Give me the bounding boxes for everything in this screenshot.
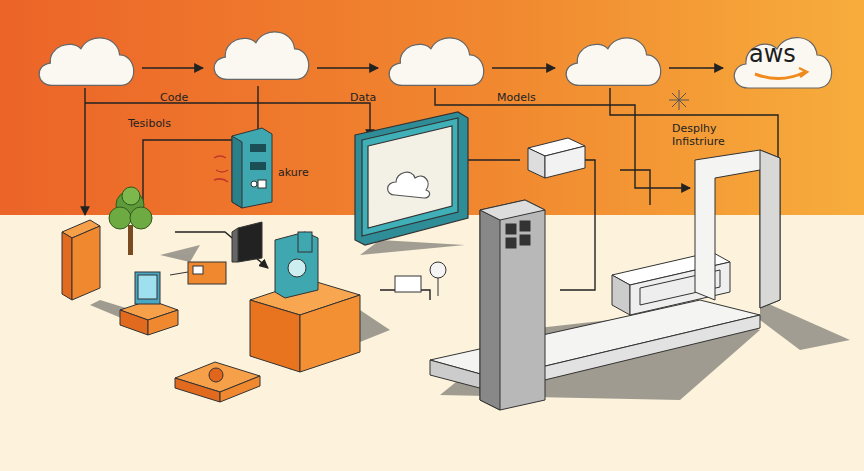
smile-mark: [799, 68, 807, 77]
shadows-part: [160, 245, 200, 262]
orange-blocks: [62, 220, 360, 402]
device-slot: [250, 162, 266, 170]
small-devices-part: [430, 262, 446, 278]
small-devices-part: [170, 272, 188, 275]
cloud-symbols-part: [214, 32, 309, 80]
orange-blocks-part: [209, 368, 223, 382]
flow-wires-part: [143, 140, 232, 225]
node-text: akure: [278, 166, 309, 179]
white-structures-part: [520, 221, 530, 231]
orange-blocks-part: [188, 262, 226, 284]
device-knob: [251, 181, 257, 187]
flow-wires-part: [560, 160, 595, 290]
white-structures-part: [760, 150, 780, 308]
flow-label: Tesibols: [128, 117, 208, 130]
small-devices-part: [275, 232, 318, 298]
white-structures-part: [520, 235, 530, 245]
flow-wires-part: [492, 67, 555, 68]
teal-screen-part: [388, 172, 430, 198]
white-structures-part: [695, 150, 780, 308]
tree-part: [122, 187, 140, 205]
node-outline: [232, 128, 272, 208]
shadows: [90, 240, 850, 400]
orange-blocks-part: [193, 266, 203, 274]
flow-label: Desplhy Infistriure: [672, 122, 762, 148]
flow-wires-part: [460, 159, 520, 160]
teal-screen-part: [355, 112, 468, 245]
white-structures-part: [612, 275, 630, 315]
white-structures-part: [480, 200, 545, 410]
orange-blocks-part: [300, 295, 360, 372]
cloud-symbols-part: [389, 38, 484, 86]
tree-part: [128, 225, 133, 255]
cloud-symbols: [39, 32, 661, 86]
flow-wires-part: [317, 67, 378, 68]
node-text: aws: [749, 40, 796, 68]
snowflake-icon-part: [669, 100, 689, 101]
orange-blocks-part: [120, 310, 148, 335]
orange-blocks-part: [250, 300, 300, 372]
aws-cloud: aws: [725, 28, 839, 92]
smile-mark: [755, 72, 805, 79]
orange-blocks-part: [148, 310, 178, 335]
white-structures-part: [480, 200, 545, 220]
orange-blocks-part: [62, 232, 72, 300]
snowflake-icon: [669, 90, 689, 110]
small-devices-part: [288, 259, 306, 277]
flow-wires: [85, 68, 778, 300]
flow-wires-part: [257, 86, 258, 135]
small-devices-part: [238, 222, 262, 262]
teal-screen-part: [362, 118, 458, 236]
white-structures: [430, 138, 780, 410]
white-structures-part: [506, 238, 516, 248]
orange-blocks-part: [72, 226, 100, 300]
white-structures-part: [528, 148, 545, 178]
flow-wires-part: [669, 67, 723, 68]
flow-wires-part: [620, 170, 650, 205]
flow-label: Code: [160, 91, 220, 104]
background-part: [0, 215, 864, 471]
flow-wires-part: [142, 67, 203, 68]
device-box: akure: [232, 128, 272, 208]
flow-wires-part: [84, 88, 85, 215]
white-structures-part: [506, 224, 516, 234]
orange-blocks-part: [220, 376, 260, 402]
cloud-symbols-part: [39, 38, 134, 86]
white-structures-part: [480, 210, 500, 410]
device-port: [258, 180, 266, 188]
flow-label: Data: [350, 91, 410, 104]
small-devices-part: [438, 278, 439, 296]
shadows-part: [760, 300, 850, 350]
small-devices-part: [395, 276, 421, 292]
small-devices-part: [232, 228, 238, 262]
device-cable: [214, 156, 228, 182]
cloud-symbols-part: [566, 38, 661, 86]
white-structures-part: [545, 146, 585, 178]
flow-wires-part: [435, 88, 690, 188]
teal-screen: [355, 112, 468, 245]
flow-wires-part: [610, 88, 778, 300]
tree: [109, 187, 152, 255]
flow-wires-part: [85, 103, 370, 138]
device-body: [232, 128, 272, 208]
device-slot: [250, 144, 266, 152]
cloud-outline: [734, 38, 831, 88]
small-devices-part: [135, 272, 160, 304]
tree-part: [130, 207, 152, 229]
small-devices-part: [298, 232, 312, 252]
teal-screen-part: [368, 126, 452, 228]
flow-label: Models: [497, 91, 567, 104]
device-side: [232, 136, 242, 208]
tree-part: [109, 207, 131, 229]
small-devices-part: [138, 275, 157, 299]
